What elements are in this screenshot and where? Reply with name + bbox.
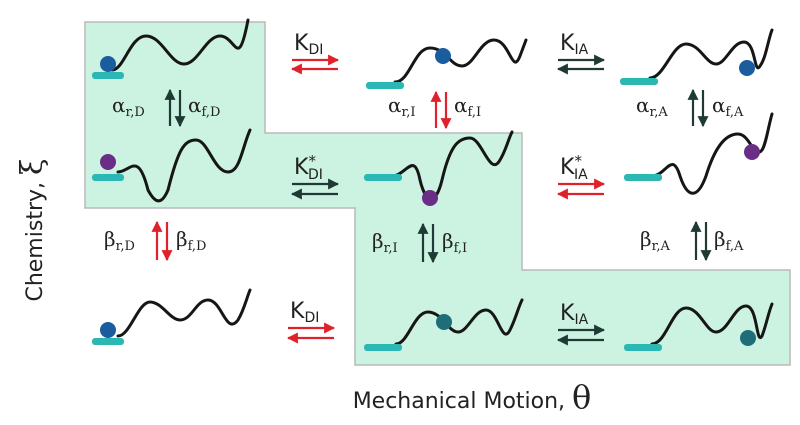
ball-teal <box>436 314 452 330</box>
arrows-di-bot <box>286 322 336 344</box>
cyan-tip <box>92 338 124 345</box>
energy-curve <box>393 38 528 84</box>
state-A-bot <box>624 302 774 351</box>
cyan-tip <box>624 174 662 181</box>
label-k-ia-top: KIA <box>560 31 589 58</box>
energy-curve <box>650 112 774 195</box>
arrows-alpha-a <box>687 88 709 128</box>
arrows-ia-mid <box>556 178 606 200</box>
label-k-ia-mid: K*IA <box>560 152 588 183</box>
label-k-di-mid: K*DI <box>294 152 323 183</box>
cyan-tip <box>92 72 124 79</box>
energy-curve <box>394 298 524 346</box>
label-alpha-f-d: αf,D <box>188 93 220 120</box>
arrows-beta-d <box>151 220 173 262</box>
ball-blue <box>739 60 755 76</box>
y-axis-label: Chemistry, ξ <box>15 158 50 301</box>
label-beta-f-i: βf,I <box>442 229 467 256</box>
state-A-top <box>620 28 774 85</box>
energy-curve <box>116 128 252 203</box>
state-D-bot <box>92 288 252 345</box>
cyan-tip <box>92 174 124 181</box>
state-A-mid <box>624 112 774 195</box>
ball-blue <box>100 56 116 72</box>
label-alpha-r-d: αr,D <box>112 93 145 120</box>
ball-purple <box>744 144 760 160</box>
energy-curve <box>110 18 250 72</box>
label-beta-f-a: βf,A <box>714 227 744 254</box>
cyan-tip <box>364 174 402 181</box>
arrows-alpha-d <box>164 88 186 128</box>
state-D-top <box>92 18 250 79</box>
arrows-alpha-i <box>430 90 452 130</box>
state-I-mid <box>364 130 514 206</box>
state-I-bot <box>364 298 524 351</box>
label-beta-r-i: βr,I <box>372 229 398 256</box>
arrows-ia-bot <box>556 324 606 346</box>
label-beta-f-d: βf,D <box>176 227 206 254</box>
arrows-beta-a <box>690 220 712 262</box>
arrows-beta-i <box>417 222 439 264</box>
state-I-top <box>366 38 528 89</box>
x-axis-label: Mechanical Motion, θ <box>353 378 592 416</box>
label-beta-r-a: βr,A <box>640 227 670 254</box>
label-k-di-bot: KDI <box>290 299 319 326</box>
ball-purple <box>100 154 116 170</box>
energy-curve <box>648 28 774 80</box>
label-alpha-f-a: αf,A <box>712 93 744 120</box>
ball-teal <box>740 330 756 346</box>
arrows-ia-top <box>556 54 606 75</box>
energy-curve <box>650 302 774 346</box>
label-alpha-f-i: αf,I <box>454 93 481 120</box>
ball-blue <box>435 48 451 64</box>
ball-purple <box>422 190 438 206</box>
cyan-tip <box>620 78 658 85</box>
ball-blue <box>100 322 116 338</box>
arrows-di-top <box>290 54 340 75</box>
energy-curve <box>390 130 514 201</box>
arrows-di-mid <box>290 178 340 200</box>
label-beta-r-d: βr,D <box>104 227 135 254</box>
label-alpha-r-i: αr,I <box>388 93 416 120</box>
cyan-tip <box>366 82 404 89</box>
label-alpha-r-a: αr,A <box>636 93 668 120</box>
energy-curve <box>116 288 252 338</box>
cyan-tip <box>624 344 662 351</box>
label-k-ia-bot: KIA <box>560 301 589 328</box>
label-k-di-top: KDI <box>294 31 323 58</box>
state-D-mid <box>92 128 252 203</box>
cyan-tip <box>364 344 402 351</box>
